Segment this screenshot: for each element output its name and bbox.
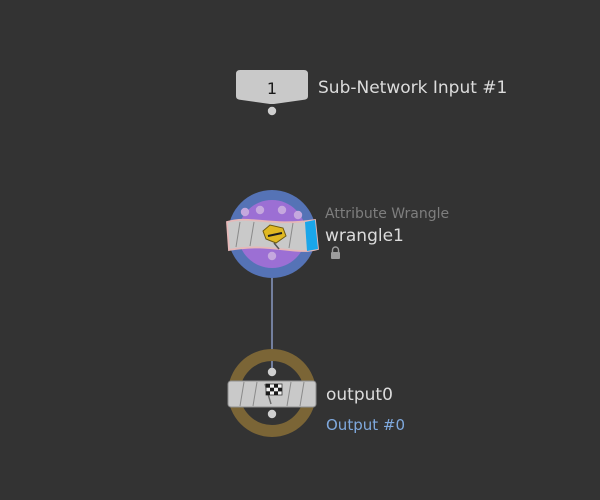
- output-comment-label: Output #0: [326, 416, 405, 434]
- subnet-input-node[interactable]: [236, 70, 308, 116]
- output-body-stripes: [239, 381, 305, 407]
- output-name-label[interactable]: output0: [326, 385, 393, 405]
- output-node[interactable]: [227, 349, 317, 437]
- subnet-input-output-connector[interactable]: [267, 106, 277, 116]
- wrangle-name-label[interactable]: wrangle1: [325, 226, 404, 246]
- output-output-connector[interactable]: [267, 409, 277, 419]
- wrangle-display-flag[interactable]: [305, 220, 318, 251]
- wrangle-input-connector-1[interactable]: [240, 207, 250, 217]
- checkered-flag-icon: [264, 383, 283, 405]
- wrangle-input-connector-3[interactable]: [277, 205, 287, 215]
- wrangle-input-connector-4[interactable]: [293, 210, 303, 220]
- wrangle-body-stripes: [235, 221, 294, 249]
- subnet-input-tab-icon: [236, 70, 308, 104]
- wrangle-type-label: Attribute Wrangle: [325, 206, 450, 222]
- wrangle-vex-icon: [262, 224, 287, 250]
- lock-icon: [331, 246, 340, 259]
- wrangle-input-connector-2[interactable]: [255, 205, 265, 215]
- subnet-input-label: Sub-Network Input #1: [318, 78, 508, 98]
- output-input-connector[interactable]: [267, 367, 277, 377]
- wrangle-output-connector[interactable]: [267, 251, 277, 261]
- wrangle-node[interactable]: [226, 190, 319, 278]
- subnet-input-index: 1: [267, 79, 277, 98]
